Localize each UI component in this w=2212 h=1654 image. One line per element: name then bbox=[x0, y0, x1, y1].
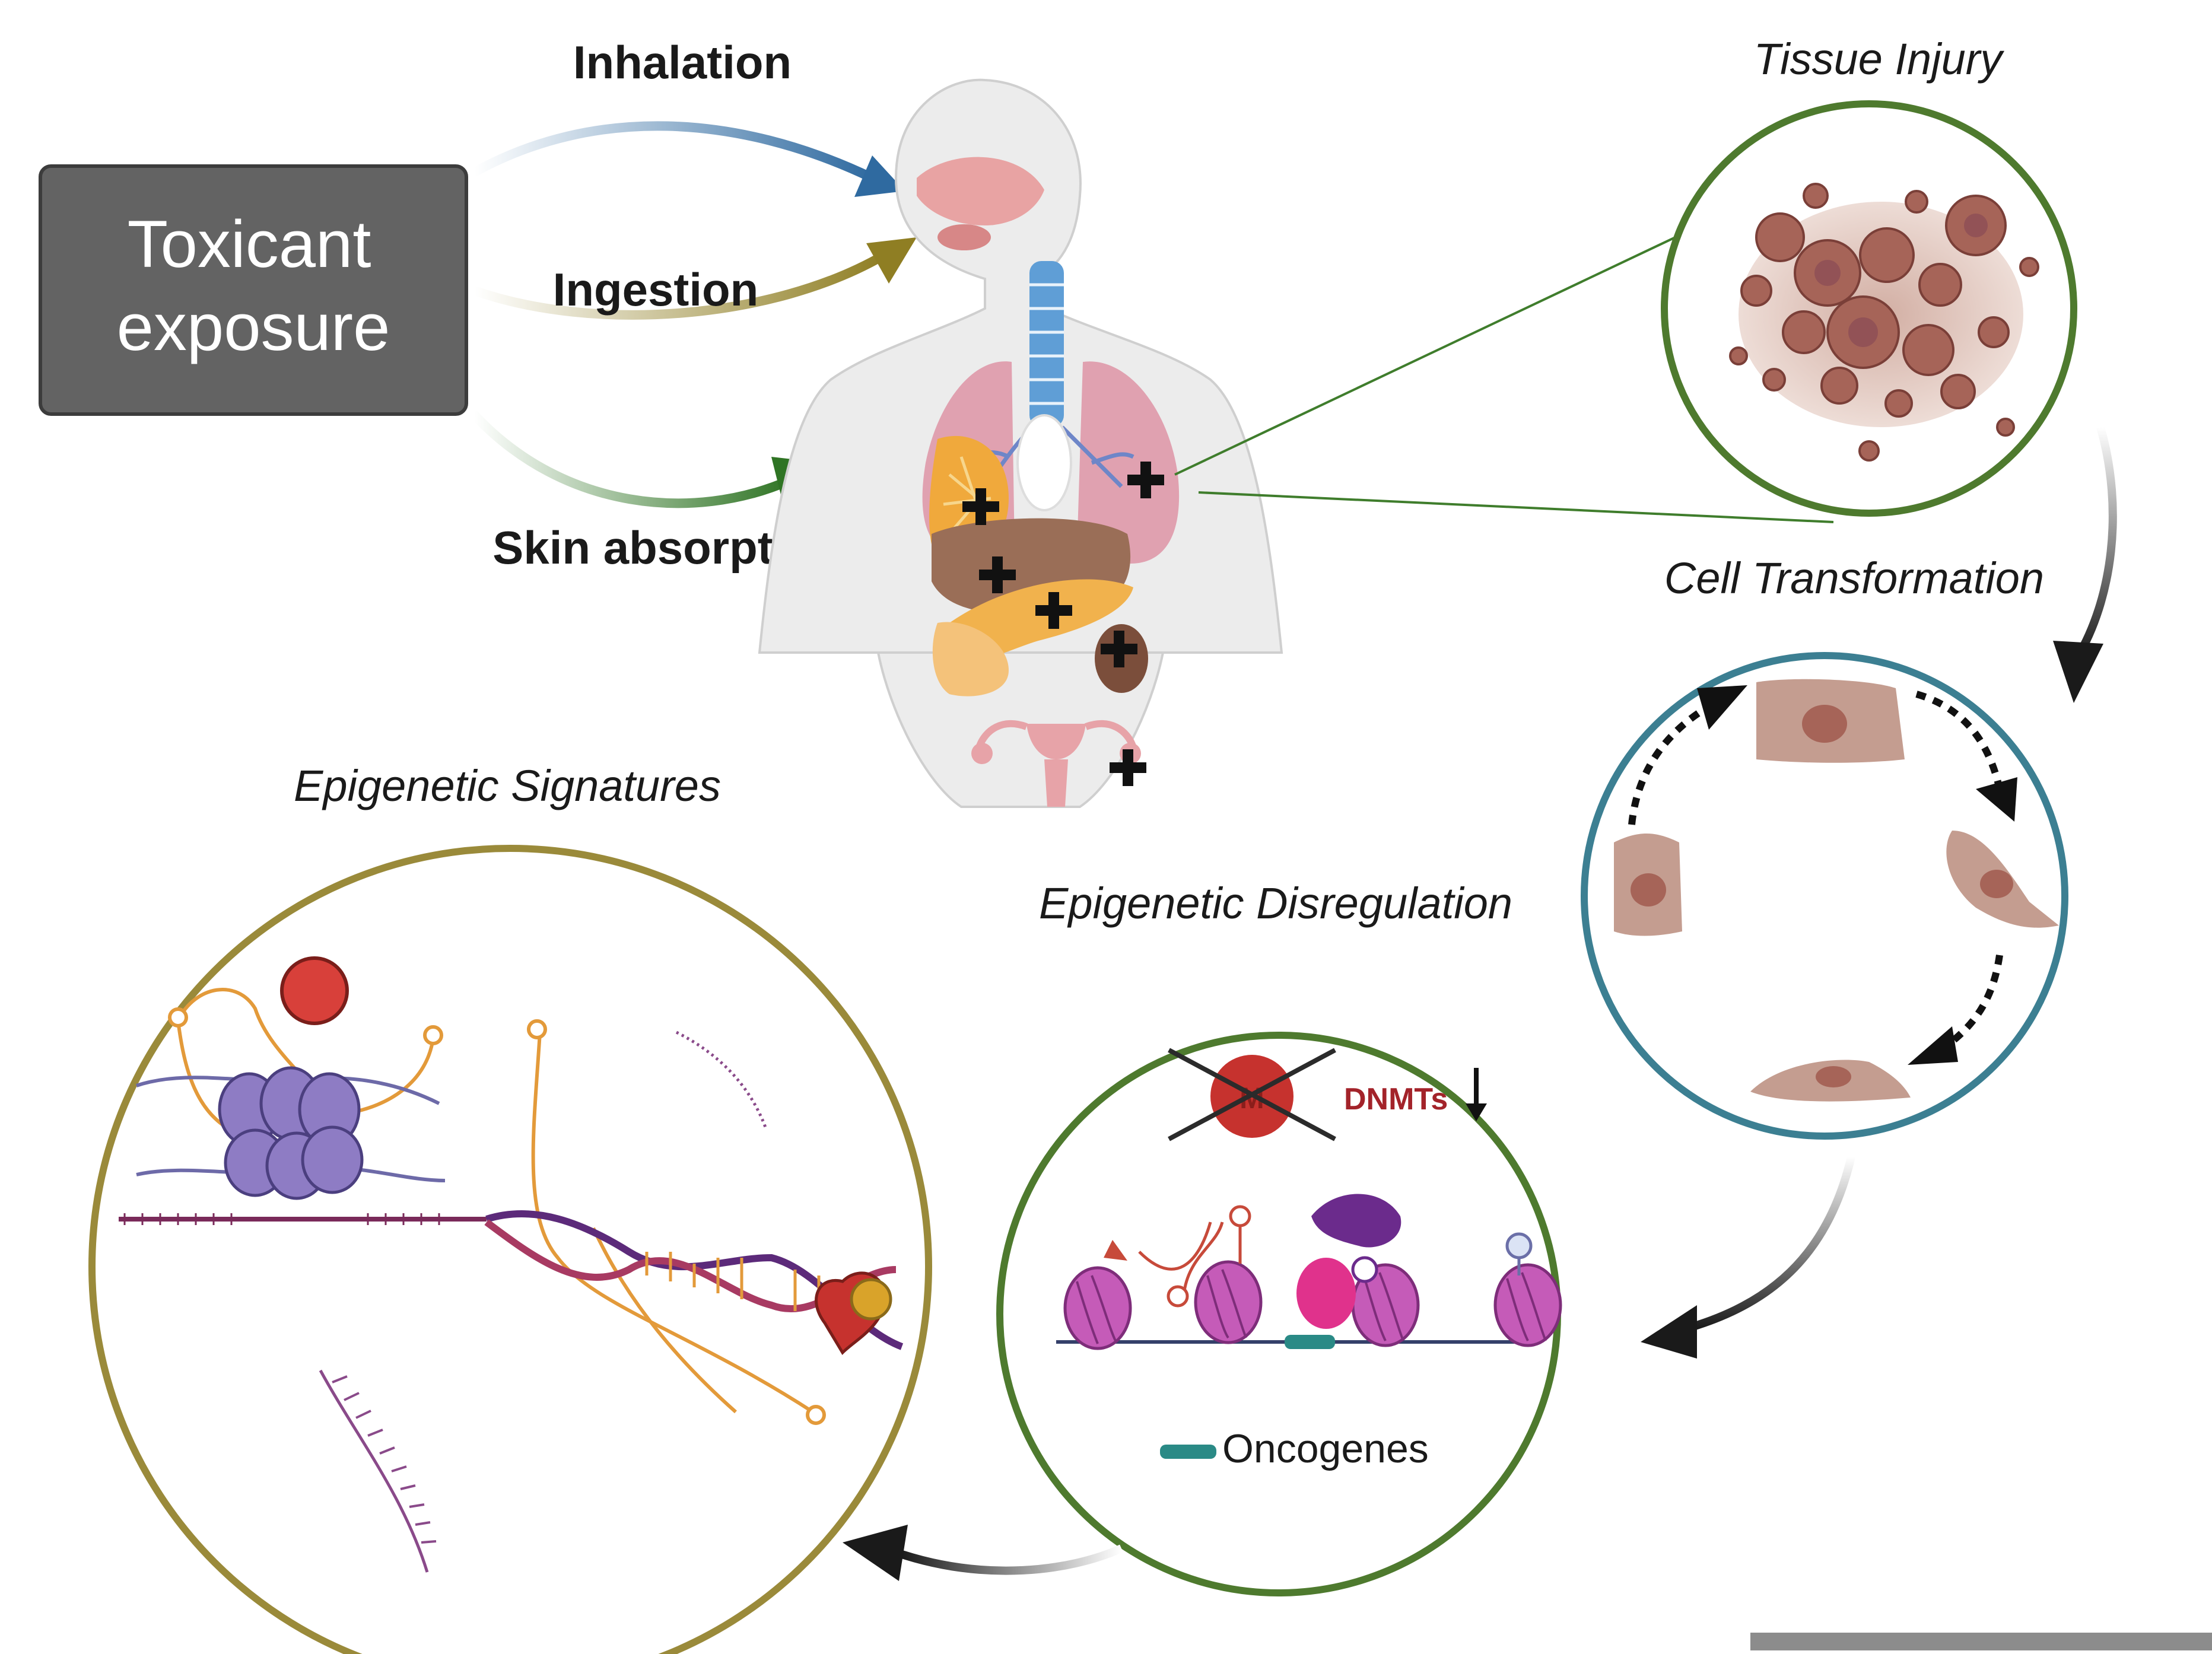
nucleosome-icon bbox=[1063, 1260, 1562, 1350]
epigenetic-signatures-panel: Epigenetic Signatures bbox=[88, 761, 932, 1654]
ingestion-arrowhead bbox=[866, 237, 917, 284]
tissue-injury-label: Tissue Injury bbox=[1754, 34, 2005, 84]
arrow-cell-to-disregulation bbox=[1641, 1156, 1855, 1359]
inhalation-arrowhead bbox=[854, 155, 905, 197]
cell-icon bbox=[1614, 679, 2059, 1102]
ingestion-route: Ingestion bbox=[470, 237, 917, 320]
histone-octamer-icon bbox=[218, 1066, 364, 1200]
inhalation-label: Inhalation bbox=[573, 36, 792, 88]
cell-transformation-panel: Cell Transformation bbox=[1581, 554, 2068, 1140]
methyl-group-icon bbox=[280, 956, 349, 1025]
arrow-tissue-to-cell bbox=[2053, 426, 2117, 703]
dna-linear-icon bbox=[119, 1213, 487, 1225]
toxicant-label-line1: Toxicant bbox=[128, 207, 371, 281]
footer-bar bbox=[1750, 1633, 2212, 1650]
epigenetic-signatures-label: Epigenetic Signatures bbox=[294, 761, 721, 810]
toxicant-label-line2: exposure bbox=[117, 290, 390, 364]
dnmts-label: DNMTs bbox=[1344, 1082, 1448, 1117]
tissue-cells-icon bbox=[1729, 183, 2039, 462]
ingestion-label: Ingestion bbox=[553, 263, 759, 316]
reader-protein-icon bbox=[1296, 1194, 1401, 1329]
tissue-injury-panel: Tissue Injury bbox=[1661, 34, 2077, 517]
oncogenes-label: Oncogenes bbox=[1222, 1426, 1429, 1471]
epigenetic-disregulation-label: Epigenetic Disregulation bbox=[1039, 879, 1512, 928]
down-arrow-icon bbox=[1466, 1068, 1487, 1121]
toxicant-exposure-box: Toxicant exposure bbox=[39, 164, 468, 416]
epigenetic-disregulation-panel: Epigenetic Disregulation M DNMTs bbox=[996, 879, 1562, 1596]
arrow-disregulation-to-signatures bbox=[843, 1525, 1123, 1581]
cell-transformation-label: Cell Transformation bbox=[1664, 554, 2044, 603]
oncogene-legend-swatch bbox=[1160, 1445, 1216, 1459]
rna-strand-icon bbox=[319, 1030, 767, 1573]
oncogene-segment-icon bbox=[1285, 1335, 1335, 1349]
zoom-lines bbox=[1174, 201, 1834, 523]
dnmt-inhibited-icon: M bbox=[1168, 1048, 1336, 1141]
inhalation-route: Inhalation bbox=[470, 36, 905, 197]
human-body-icon bbox=[758, 78, 1283, 808]
